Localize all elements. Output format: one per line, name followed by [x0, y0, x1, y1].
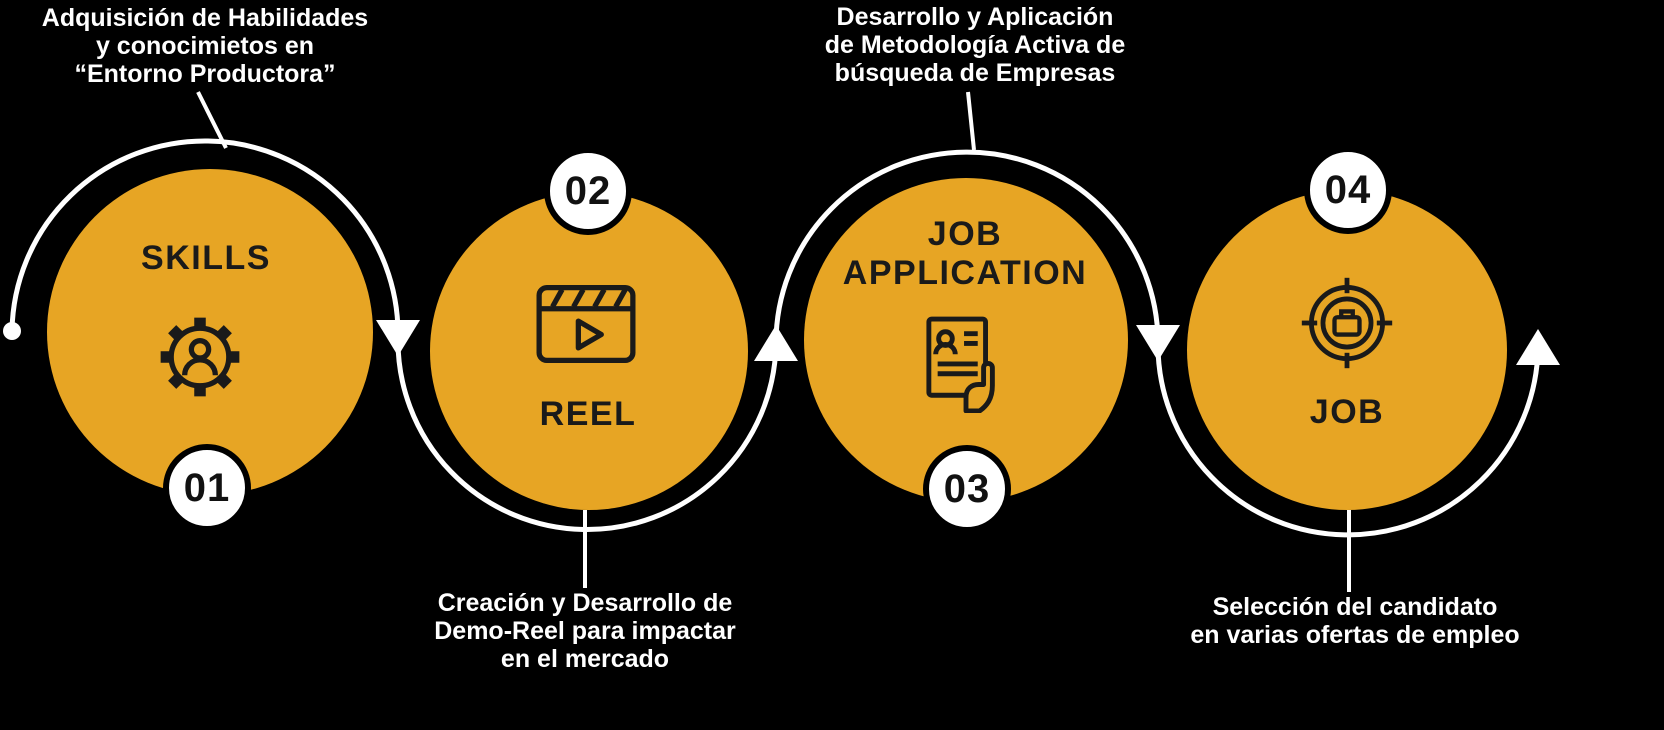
step-note-job: Selección del candidato en varias oferta… [1148, 593, 1562, 649]
note-line: “Entorno Productora” [74, 60, 336, 88]
step-number-badge: 04 [1304, 146, 1392, 234]
step-title: REEL [539, 395, 637, 433]
note-connector-line [966, 91, 976, 151]
note-line: en varias ofertas de empleo [1190, 621, 1520, 649]
step-number-badge: 01 [163, 444, 251, 532]
note-line: y conocimietos en [95, 32, 315, 60]
arrow-down-icon [1136, 325, 1180, 361]
step-note-skills: Adquisición de Habilidades y conocimieto… [5, 4, 405, 88]
step-title: JOB [1309, 393, 1385, 431]
flow-start-dot [3, 322, 21, 340]
gear-person-icon [152, 309, 248, 405]
note-line: Adquisición de Habilidades [41, 4, 369, 32]
arrow-up-icon [1516, 329, 1560, 365]
step-title: JOB APPLICATION [842, 215, 1088, 292]
step-note-job-application: Desarrollo y Aplicación de Metodología A… [775, 3, 1175, 87]
step-title: SKILLS [141, 239, 271, 277]
note-line: Creación y Desarrollo de [437, 589, 733, 617]
note-line: Demo-Reel para impactar [434, 617, 736, 645]
note-line: búsqueda de Empresas [834, 59, 1116, 87]
step-number-badge: 02 [544, 147, 632, 235]
arrow-up-icon [754, 325, 798, 361]
step-number-badge: 03 [923, 445, 1011, 533]
note-line: de Metodología Activa de [824, 31, 1126, 59]
note-line: Selección del candidato [1212, 593, 1498, 621]
note-line: en el mercado [500, 645, 670, 673]
step-note-reel: Creación y Desarrollo de Demo-Reel para … [385, 589, 785, 673]
resume-hand-icon [923, 313, 1009, 414]
clapperboard-icon [533, 280, 639, 368]
note-line: Desarrollo y Aplicación [836, 3, 1114, 31]
target-briefcase-icon [1297, 273, 1397, 373]
arrow-down-icon [376, 320, 420, 356]
note-connector-line [196, 91, 228, 149]
